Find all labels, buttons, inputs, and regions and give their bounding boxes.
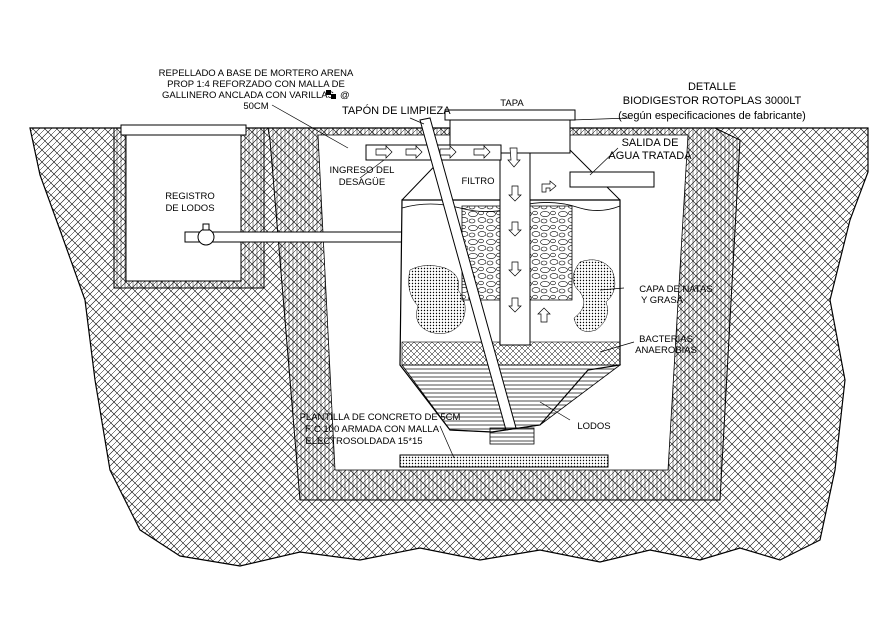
natas-label-line2: Y GRASA [641, 295, 684, 306]
scum-blob-left [408, 265, 466, 334]
valve-handle [202, 223, 210, 231]
sludge-valve [197, 228, 215, 246]
plantilla-label-line1: PLANTILLA DE CONCRETO DE 5CM [300, 412, 461, 423]
registro-label-line2: DE LODOS [165, 203, 214, 214]
leader-lines [271, 104, 635, 459]
sludge-registry-box [125, 134, 242, 282]
lodos-label: LODOS [577, 421, 610, 432]
repellado-line1: REPELLADO A BASE DE MORTERO ARENA [159, 68, 354, 79]
flow-arrows [375, 145, 557, 323]
bacterias-label-line2: ANAEROBIAS [635, 345, 697, 356]
title-line2: BIODIGESTOR ROTOPLAS 3000LT [623, 95, 802, 107]
repellado-at-symbol: @ [340, 90, 350, 101]
bacterias-label-line1: BACTERIAS [639, 334, 693, 345]
tapa-label: TAPA [500, 98, 524, 109]
rebar-symbol-2 [331, 94, 336, 99]
salida-label-line1: SALIDA DE [622, 137, 679, 149]
repellado-line3: GALLINERO ANCLADA CON VARILLAS [162, 90, 334, 101]
tank-lid [444, 109, 576, 121]
repellado-label: REPELLADO A BASE DE MORTERO ARENA PROP 1… [159, 68, 354, 112]
tank-bottom-cone-tip [489, 427, 535, 445]
outlet-pipe [569, 171, 655, 188]
salida-label-line2: AGUA TRATADA [608, 150, 692, 162]
concrete-base [399, 454, 609, 468]
filter-tube [499, 149, 531, 346]
filtro-label: FILTRO [461, 176, 494, 187]
ingreso-label-line1: INGRESO DEL [330, 165, 395, 176]
tapon-label: TAPÓN DE LIMPIEZA [342, 104, 451, 117]
plantilla-label-line2: F´C 100 ARMADA CON MALLA [305, 424, 440, 435]
repellado-line2: PROP 1:4 REFORZADO CON MALLA DE [167, 79, 345, 90]
ingreso-label-line2: DESAGÜE [339, 177, 385, 188]
title-line1: DETALLE [688, 81, 736, 93]
registro-label-line1: REGISTRO [165, 191, 215, 202]
scum-blob-right [572, 259, 616, 332]
plantilla-label-line3: ELECTROSOLDADA 15*15 [305, 436, 422, 447]
natas-label-line1: CAPA DE NATAS [639, 284, 712, 295]
title-block: DETALLE BIODIGESTOR ROTOPLAS 3000LT (seg… [618, 81, 806, 122]
repellado-line4: 50CM [243, 101, 268, 112]
rebar-symbol [326, 90, 331, 95]
sludge-registry-lid [120, 124, 247, 136]
title-line3: (según especificaciones de fabricante) [618, 110, 806, 122]
